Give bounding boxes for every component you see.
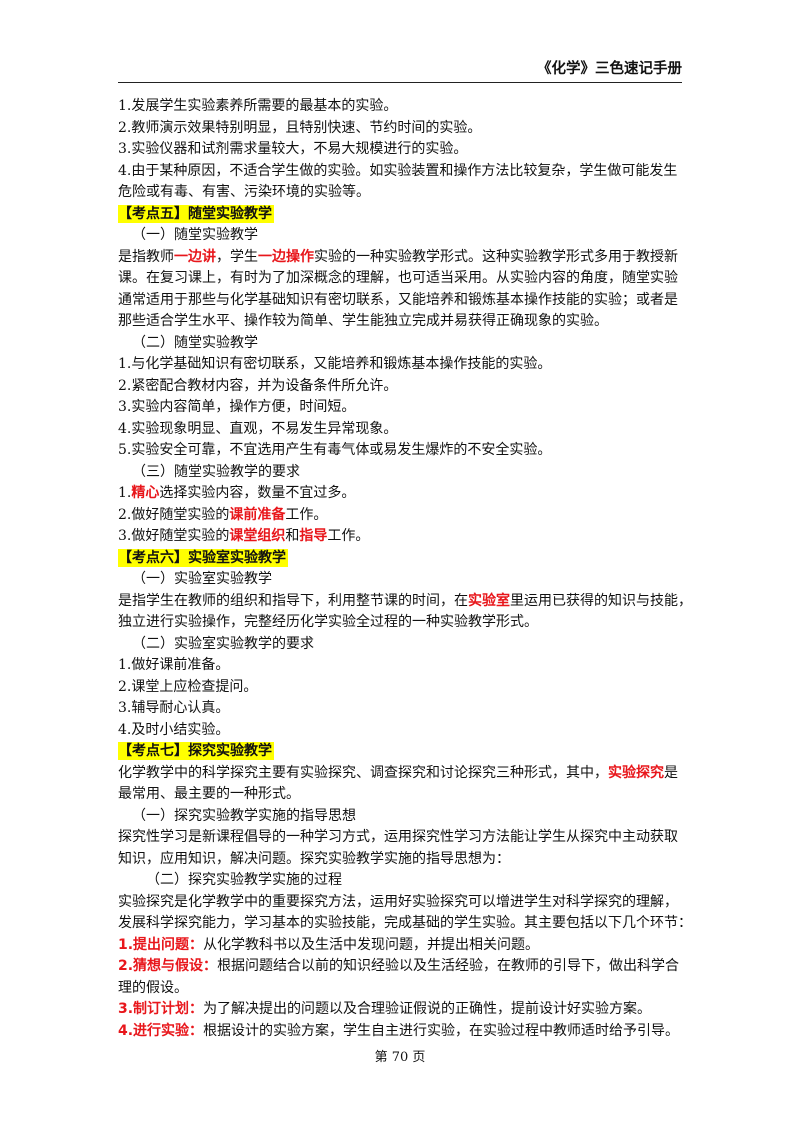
keyword-highlight: 精心 (131, 485, 160, 501)
text-segment: 为了解决提出的问题以及合理验证假说的正确性，提前设计好实验方案。 (203, 1001, 652, 1017)
text-line: 化学教学中的科学探究主要有实验探究、调查探究和讨论探究三种形式，其中，实验探究是 (118, 763, 684, 785)
text-line: 1.提出问题：从化学教科书以及生活中发现问题，并提出相关问题。 (118, 935, 684, 957)
text-line: 危险或有毒、有害、污染环境的实验等。 (118, 184, 370, 200)
text-line: 独立进行实验操作，完整经历化学实验全过程的一种实验教学形式。 (118, 614, 538, 630)
keyword-highlight: 实验探究 (608, 764, 664, 781)
subsection-heading: （二）随堂实验教学 (132, 334, 258, 351)
text-line: 2.教师演示效果特别明显，且特别快速、节约时间的实验。 (118, 119, 482, 136)
keyword-highlight: 3.制订计划： (118, 1001, 204, 1017)
keyword-highlight: 一边讲 (174, 248, 216, 265)
text-segment: 化学教学中的科学探究主要有实验探究、调查探究和讨论探究三种形式，其中， (118, 764, 608, 781)
text-line: 那些适合学生水平、操作较为简单、学生能独立完成并易获得正确现象的实验。 (118, 313, 608, 329)
section-heading-label: 【考点五】随堂实验教学 (118, 204, 274, 223)
text-segment: 是指教师 (118, 248, 174, 265)
section-heading: 【考点七】探究实验教学 (118, 741, 684, 763)
subsection-heading: （一）随堂实验教学 (132, 227, 258, 243)
text-line: 1.做好课前准备。 (118, 657, 230, 673)
text-line: 课。在复习课上，有时为了加深概念的理解，也可适当采用。从实验内容的角度，随堂实验 (118, 270, 678, 286)
subsection-heading: （一）探究实验教学实施的指导思想 (132, 807, 356, 824)
text-line: 是指学生在教师的组织和指导下，利用整节课的时间，在实验室里运用已获得的知识与技能… (118, 591, 684, 613)
text-line: 4.进行实验：根据设计的实验方案，学生自主进行实验，在实验过程中教师适时给予引导… (118, 1021, 684, 1043)
keyword-highlight: 1.提出问题： (118, 936, 204, 953)
text-segment: 3.做好随堂实验的 (118, 528, 230, 544)
page-footer: 第 70 页 (0, 1046, 800, 1065)
text-segment: 工作。 (285, 506, 328, 523)
text-segment: 实验的一种实验教学形式。这种实验教学形式多用于教授新 (314, 248, 678, 265)
text-line: 2.猜想与假设：根据问题结合以前的知识经验以及生活经验，在教师的引导下，做出科学… (118, 956, 684, 978)
text-line: 实验探究是化学教学中的重要探究方法，运用好实验探究可以增进学生对科学探究的理解， (118, 893, 678, 910)
subsection-heading: （二）实验室实验教学的要求 (132, 635, 314, 652)
text-line: 4.及时小结实验。 (118, 721, 230, 738)
section-heading: 【考点六】实验室实验教学 (118, 548, 684, 570)
text-line: 发展科学探究能力，学习基本的实验技能，完成基础的学生实验。其主要包括以下几个环节… (118, 915, 684, 931)
text-line: 知识，应用知识，解决问题。探究实验教学实施的指导思想为： (118, 850, 510, 867)
text-line: 4.实验现象明显、直观，不易发生异常现象。 (118, 420, 398, 437)
text-line: 3.实验仪器和试剂需求量较大，不易大规模进行的实验。 (118, 141, 468, 157)
text-line: 探究性学习是新课程倡导的一种学习方式，运用探究性学习方法能让学生从探究中主动获取 (118, 829, 678, 845)
text-line: 1.发展学生实验素养所需要的最基本的实验。 (118, 98, 398, 114)
text-line: 3.做好随堂实验的课堂组织和指导工作。 (118, 526, 684, 548)
text-segment: 从化学教科书以及生活中发现问题，并提出相关问题。 (203, 936, 540, 953)
keyword-highlight: 一边操作 (258, 248, 314, 265)
text-line: 5.实验安全可靠，不宜选用产生有毒气体或易发生爆炸的不安全实验。 (118, 442, 552, 458)
text-line: 2.紧密配合教材内容，并为设备条件所允许。 (118, 377, 398, 394)
text-segment: 工作。 (327, 528, 370, 544)
text-segment: 2.做好随堂实验的 (118, 506, 230, 523)
text-line: 通常适用于那些与化学基础知识有密切联系，又能培养和锻炼基本操作技能的实验；或者是 (118, 291, 678, 308)
text-line: 1.精心选择实验内容，数量不宜过多。 (118, 483, 684, 505)
text-segment: 是指学生在教师的组织和指导下，利用整节课的时间，在 (118, 592, 468, 609)
subsection-heading: （一）实验室实验教学 (132, 571, 272, 587)
text-line: 3.实验内容简单，操作方便，时间短。 (118, 399, 356, 415)
text-line: 3.辅导耐心认真。 (118, 700, 230, 716)
text-segment: 是 (664, 764, 678, 781)
keyword-highlight: 2.猜想与假设： (118, 958, 218, 974)
text-line: 3.制订计划：为了解决提出的问题以及合理验证假说的正确性，提前设计好实验方案。 (118, 999, 684, 1021)
text-line: 是指教师一边讲，学生一边操作实验的一种实验教学形式。这种实验教学形式多用于教授新 (118, 247, 684, 269)
subsection-heading: （三）随堂实验教学的要求 (132, 463, 300, 480)
keyword-highlight: 指导 (299, 528, 328, 544)
text-segment: 里运用已获得的知识与技能， (510, 592, 684, 609)
subsection-heading: （二）探究实验教学实施的过程 (146, 872, 342, 888)
text-line: 最常用、最主要的一种形式。 (118, 786, 300, 802)
section-heading-label: 【考点七】探究实验教学 (118, 742, 274, 760)
text-segment: 选择实验内容，数量不宜过多。 (159, 485, 356, 501)
text-segment: 根据问题结合以前的知识经验以及生活经验，在教师的引导下，做出科学合 (217, 958, 680, 974)
text-segment: 1. (118, 485, 132, 501)
text-line: 理的假设。 (118, 979, 188, 996)
keyword-highlight: 课前准备 (229, 506, 286, 523)
keyword-highlight: 实验室 (468, 592, 510, 609)
keyword-highlight: 4.进行实验： (118, 1022, 204, 1039)
text-line: 2.做好随堂实验的课前准备工作。 (118, 505, 684, 527)
document-body: 1.发展学生实验素养所需要的最基本的实验。 2.教师演示效果特别明显，且特别快速、… (118, 96, 684, 1042)
running-header: 《化学》三色速记手册 (118, 58, 682, 83)
text-line: 4.由于某种原因，不适合学生做的实验。如实验装置和操作方法比较复杂，学生做可能发… (118, 162, 678, 179)
header-title: 《化学》三色速记手册 (537, 61, 682, 77)
text-segment: ，学生 (216, 248, 258, 265)
text-segment: 和 (285, 528, 300, 544)
text-segment: 根据设计的实验方案，学生自主进行实验，在实验过程中教师适时给予引导。 (203, 1022, 680, 1039)
keyword-highlight: 课堂组织 (229, 528, 286, 544)
page-number: 第 70 页 (374, 1050, 426, 1065)
section-heading-label: 【考点六】实验室实验教学 (118, 548, 288, 567)
text-line: 2.课堂上应检查提问。 (118, 678, 258, 695)
text-line: 1.与化学基础知识有密切联系，又能培养和锻炼基本操作技能的实验。 (118, 356, 552, 372)
section-heading: 【考点五】随堂实验教学 (118, 204, 684, 226)
